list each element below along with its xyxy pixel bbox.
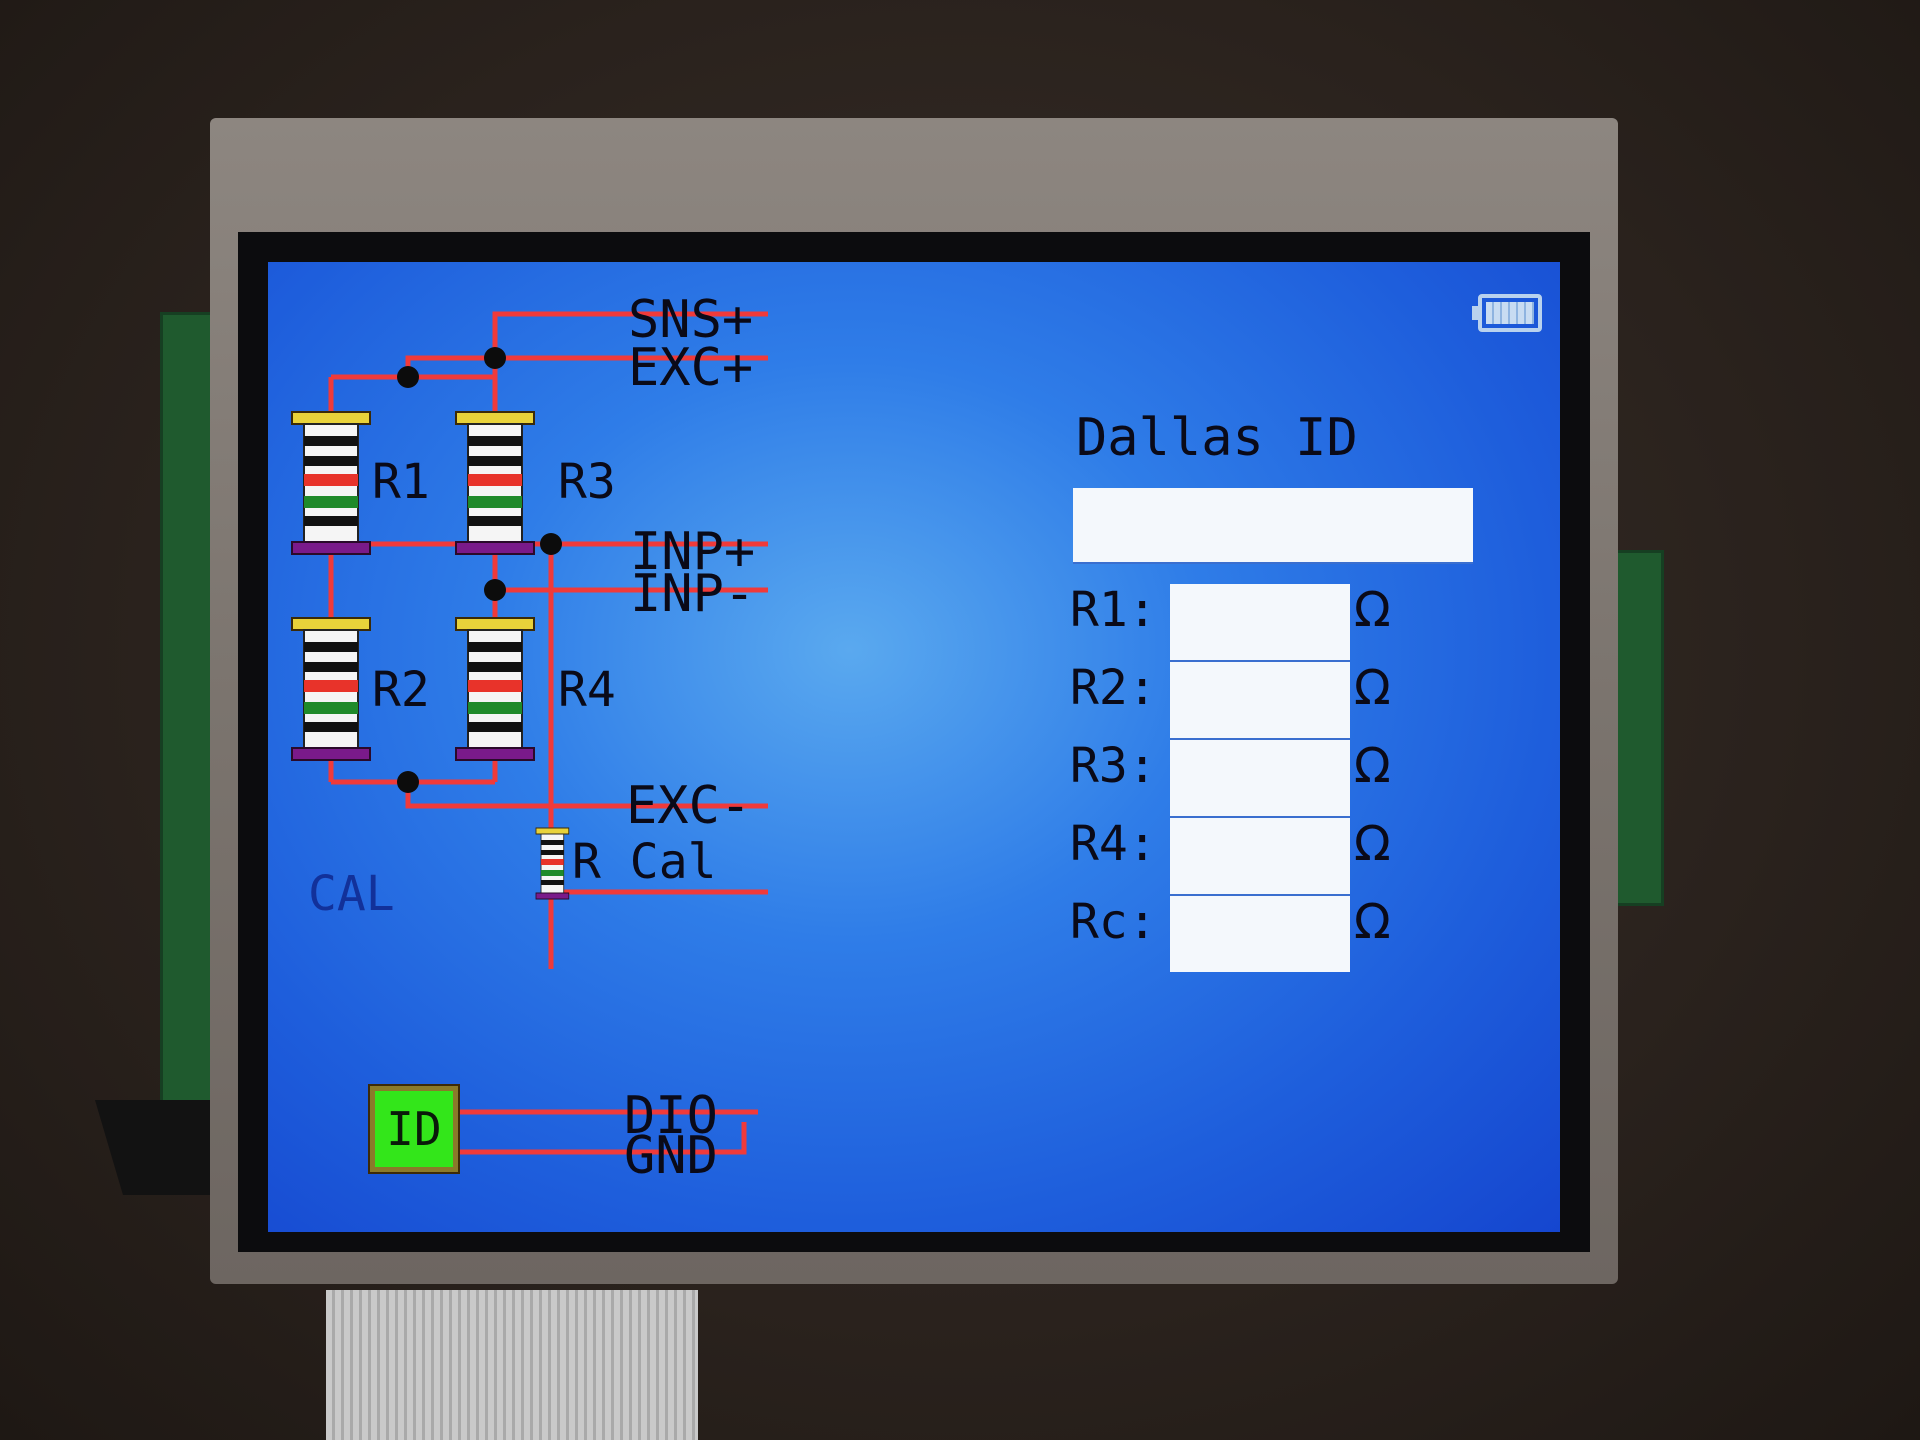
r3-reading-field[interactable]: [1170, 740, 1350, 818]
junction: [397, 366, 419, 388]
lcd-screen: SNS+ EXC+ INP+ INP- EXC- DIO GND R1 R3 R…: [268, 262, 1560, 1232]
r1-reading-field[interactable]: [1170, 584, 1350, 662]
rc-unit: Ω: [1354, 894, 1391, 950]
flex-cable: [326, 1290, 698, 1440]
r2-reading-label: R2:: [1070, 660, 1157, 716]
id-button[interactable]: ID: [368, 1084, 460, 1174]
label-inp-minus: INP-: [630, 564, 756, 624]
r3-unit: Ω: [1354, 738, 1391, 794]
bridge-schematic: [291, 311, 768, 1155]
junction: [484, 347, 506, 369]
junction: [540, 533, 562, 555]
label-r-cal: R Cal: [572, 834, 717, 890]
r4-unit: Ω: [1354, 816, 1391, 872]
junction: [397, 771, 419, 793]
label-dio: DIO: [624, 1086, 718, 1146]
resistor-r1-symbol: [291, 411, 371, 555]
resistor-r3-symbol: [455, 411, 535, 555]
label-sns-plus: SNS+: [628, 290, 754, 350]
junction: [484, 579, 506, 601]
r3-reading-label: R3:: [1070, 738, 1157, 794]
resistor-r2-symbol: [291, 617, 371, 761]
cal-label: CAL: [308, 866, 395, 922]
battery-icon: [1472, 294, 1542, 332]
wire-gnd: [458, 1122, 747, 1155]
resistor-r4-symbol: [455, 617, 535, 761]
id-button-label: ID: [386, 1102, 442, 1156]
dallas-id-title: Dallas ID: [1076, 408, 1358, 468]
dallas-id-field[interactable]: [1073, 488, 1473, 564]
label-exc-plus: EXC+: [628, 338, 754, 398]
label-r1: R1: [372, 454, 430, 510]
resistor-rcal-symbol: [535, 827, 570, 900]
wires: [328, 311, 768, 1155]
r4-reading-label: R4:: [1070, 816, 1157, 872]
r4-reading-field[interactable]: [1170, 818, 1350, 896]
label-inp-plus: INP+: [630, 522, 756, 582]
label-r4: R4: [558, 662, 616, 718]
label-r3: R3: [558, 454, 616, 510]
r1-reading-label: R1:: [1070, 582, 1157, 638]
rc-reading-field[interactable]: [1170, 896, 1350, 972]
label-gnd: GND: [624, 1126, 718, 1186]
label-exc-minus: EXC-: [626, 776, 752, 836]
battery-level: [1486, 302, 1534, 324]
label-r2: R2: [372, 662, 430, 718]
r2-reading-field[interactable]: [1170, 662, 1350, 740]
rc-reading-label: Rc:: [1070, 894, 1157, 950]
r1-unit: Ω: [1354, 582, 1391, 638]
r2-unit: Ω: [1354, 660, 1391, 716]
